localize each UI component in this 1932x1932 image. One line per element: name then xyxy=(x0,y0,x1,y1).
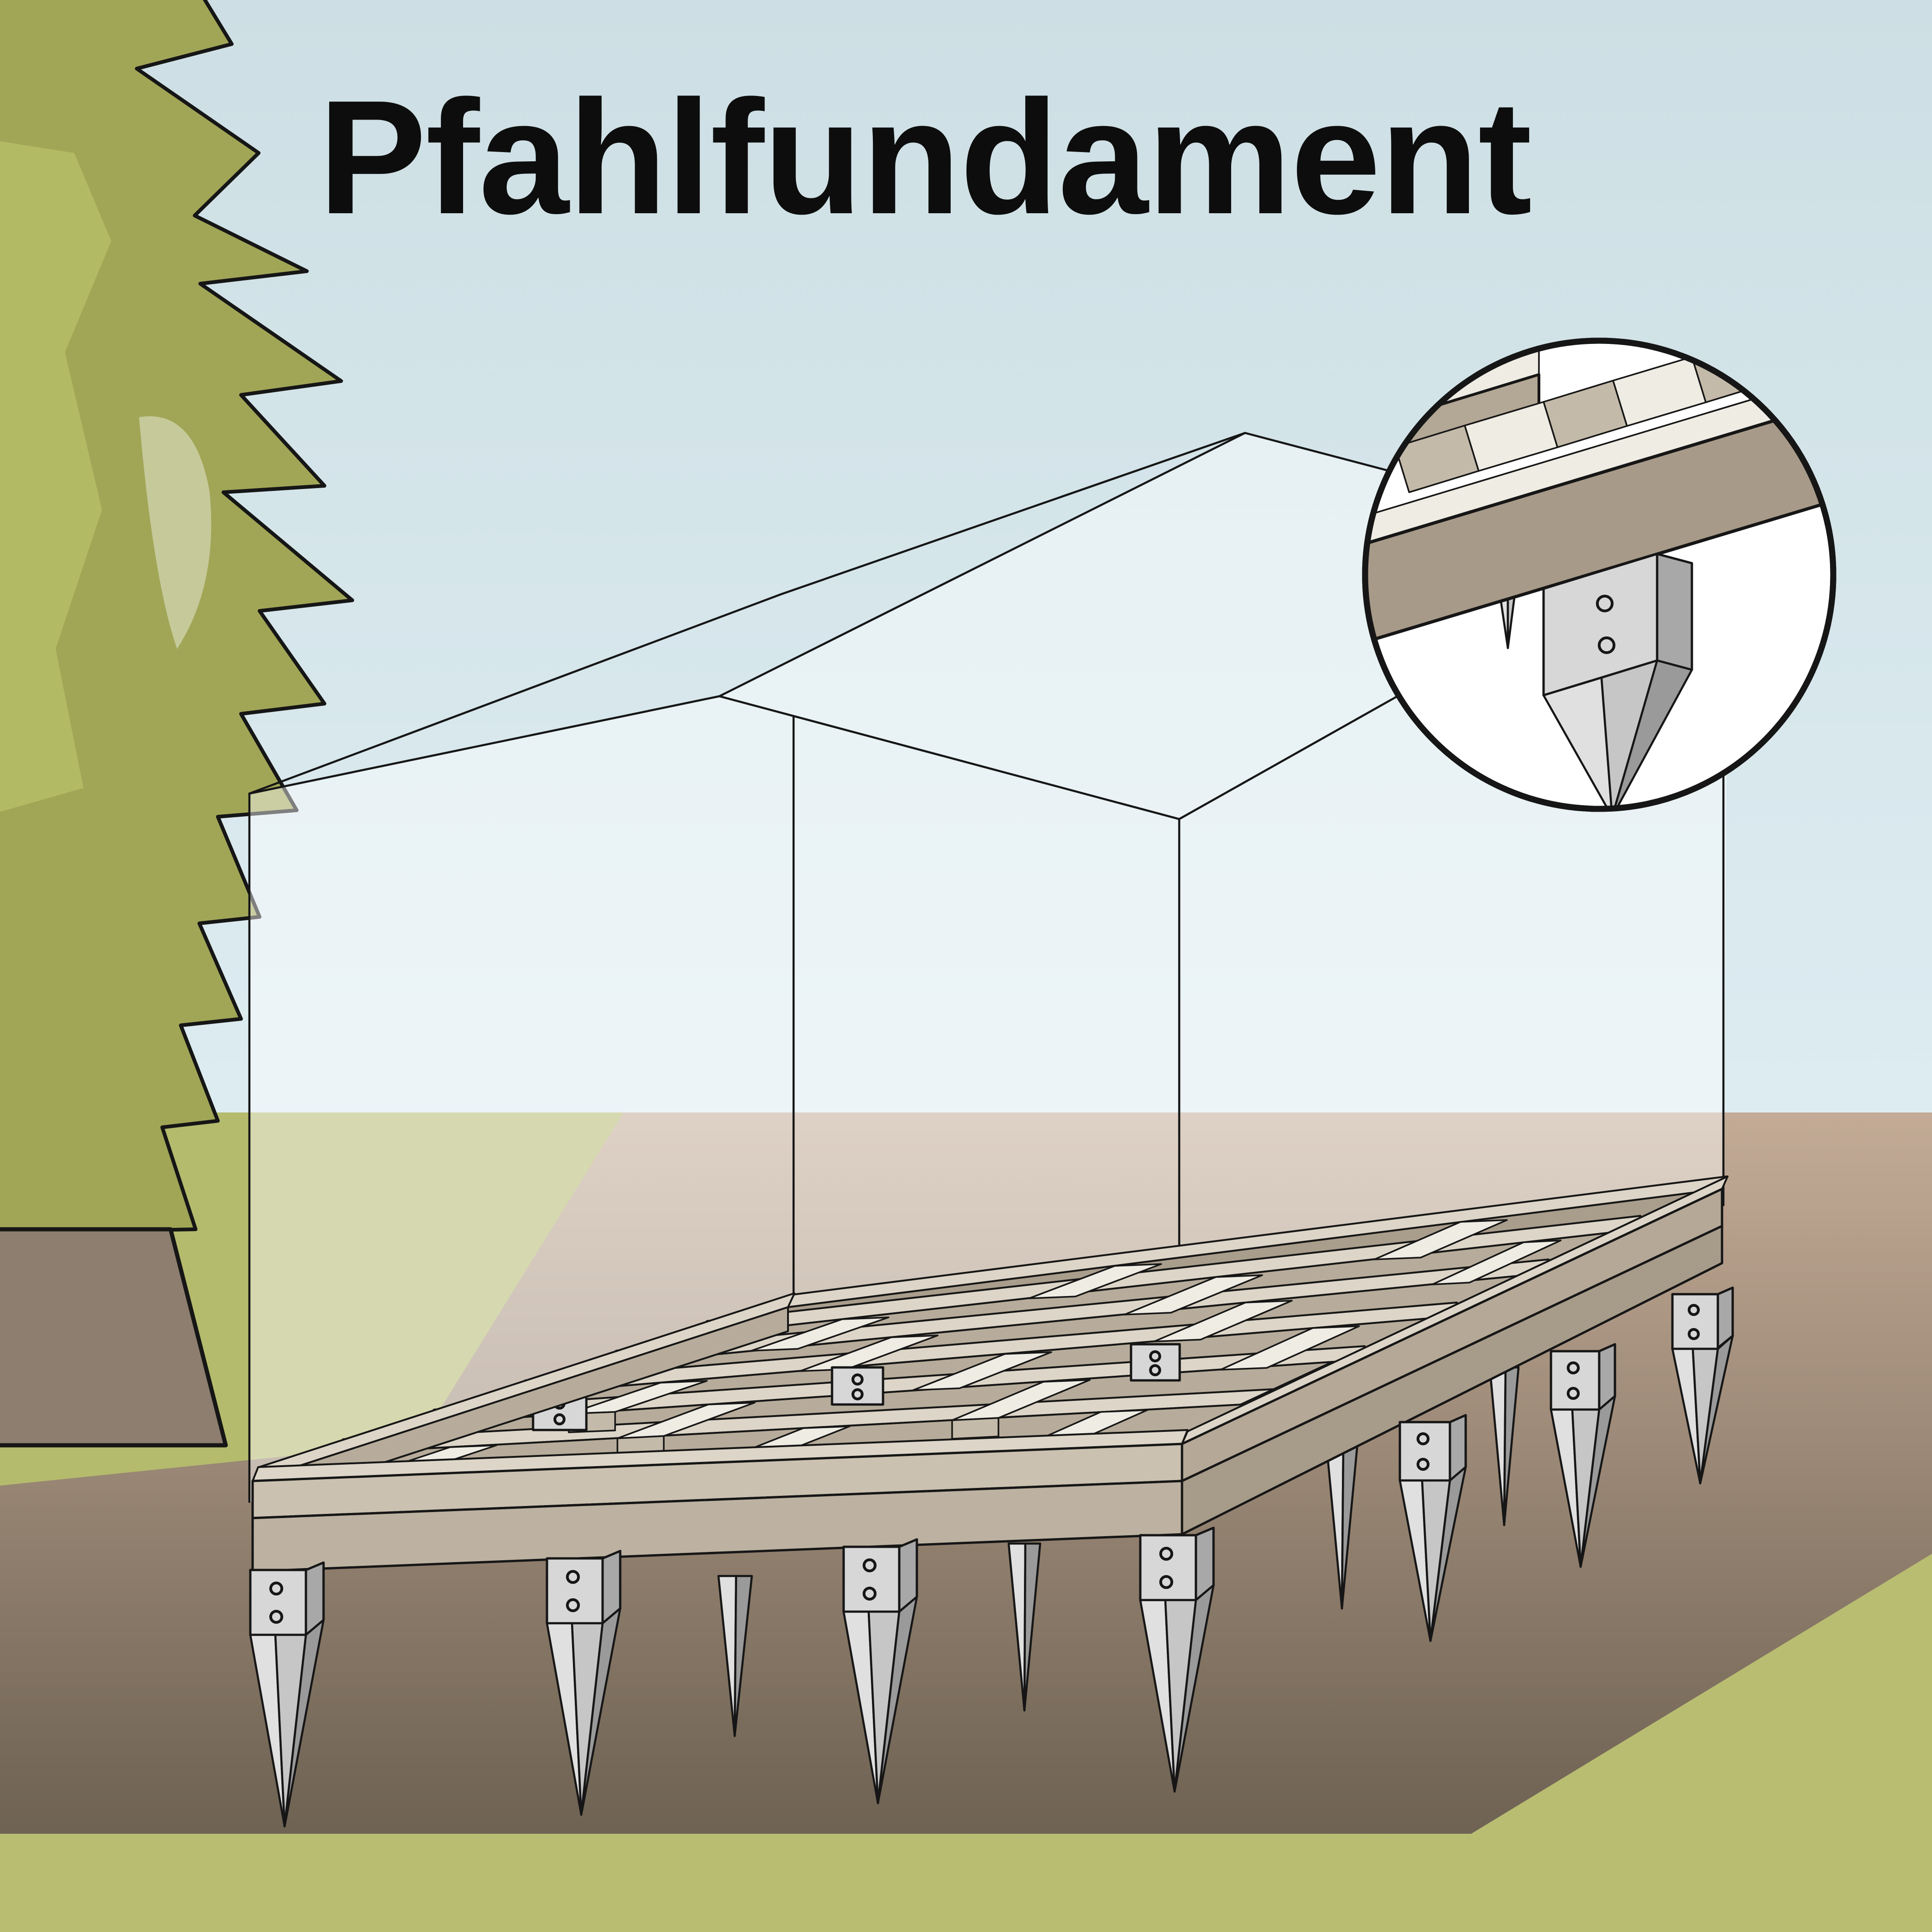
tree-foliage-light xyxy=(0,141,111,812)
gap-anchor-socket xyxy=(1130,1343,1181,1382)
grass-strip-bottom xyxy=(0,1554,1932,1932)
ground-anchor xyxy=(842,1538,918,1805)
middle-anchor-spike xyxy=(1007,1542,1042,1712)
roof-gable-right-edge xyxy=(718,695,1181,820)
roof-ridge xyxy=(718,432,1246,698)
ground-anchor xyxy=(1139,1526,1215,1793)
magnifier-detail-inset xyxy=(1362,337,1837,812)
right-rim-lower xyxy=(1181,1225,1723,1536)
roof-gable-left-edge xyxy=(248,695,721,795)
roof-rear-gable-edge xyxy=(780,432,1246,596)
ground-anchor xyxy=(546,1550,622,1816)
roof-left-eave xyxy=(248,593,782,795)
tree xyxy=(0,0,354,1448)
tree-highlight xyxy=(139,416,211,649)
ground-anchor xyxy=(1550,1343,1616,1568)
inset-circle-border xyxy=(1362,337,1837,812)
ground-anchor xyxy=(1398,1414,1467,1642)
ground-anchor xyxy=(1671,1286,1734,1485)
middle-anchor-spike xyxy=(717,1575,753,1737)
foundation-frame xyxy=(251,1176,1729,1737)
tree-trunk xyxy=(0,1227,228,1448)
ground-anchor xyxy=(249,1561,325,1828)
gap-anchor-socket xyxy=(831,1366,884,1406)
right-hidden-spike xyxy=(1325,1366,1520,1610)
page-title: Pfahlfundament xyxy=(318,67,1532,248)
